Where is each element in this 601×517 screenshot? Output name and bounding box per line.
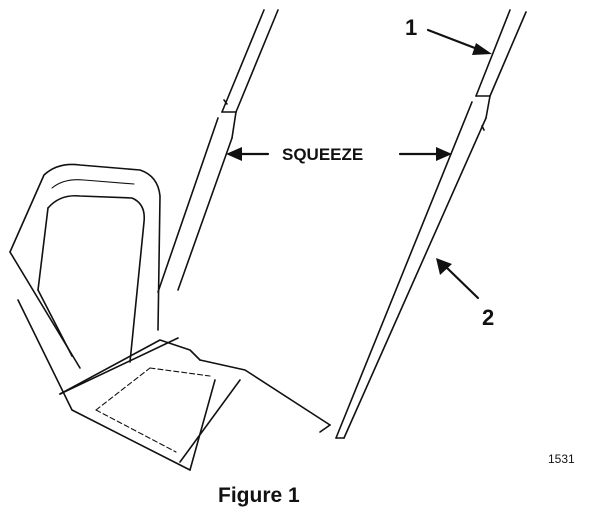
deck-body <box>59 339 331 471</box>
callout-arrow-1 <box>426 28 492 55</box>
callout-1: 1 <box>405 15 417 40</box>
squeeze-label: SQUEEZE <box>282 145 363 164</box>
callout-arrow-2 <box>436 258 480 300</box>
callout-2: 2 <box>482 305 494 330</box>
left-handle <box>157 9 279 293</box>
right-handle <box>335 9 527 439</box>
bag-frame <box>9 163 191 471</box>
squeeze-arrow-right <box>398 147 452 161</box>
reference-number: 1531 <box>548 452 575 466</box>
squeeze-arrow-left <box>226 147 270 161</box>
figure-caption: Figure 1 <box>218 484 300 507</box>
